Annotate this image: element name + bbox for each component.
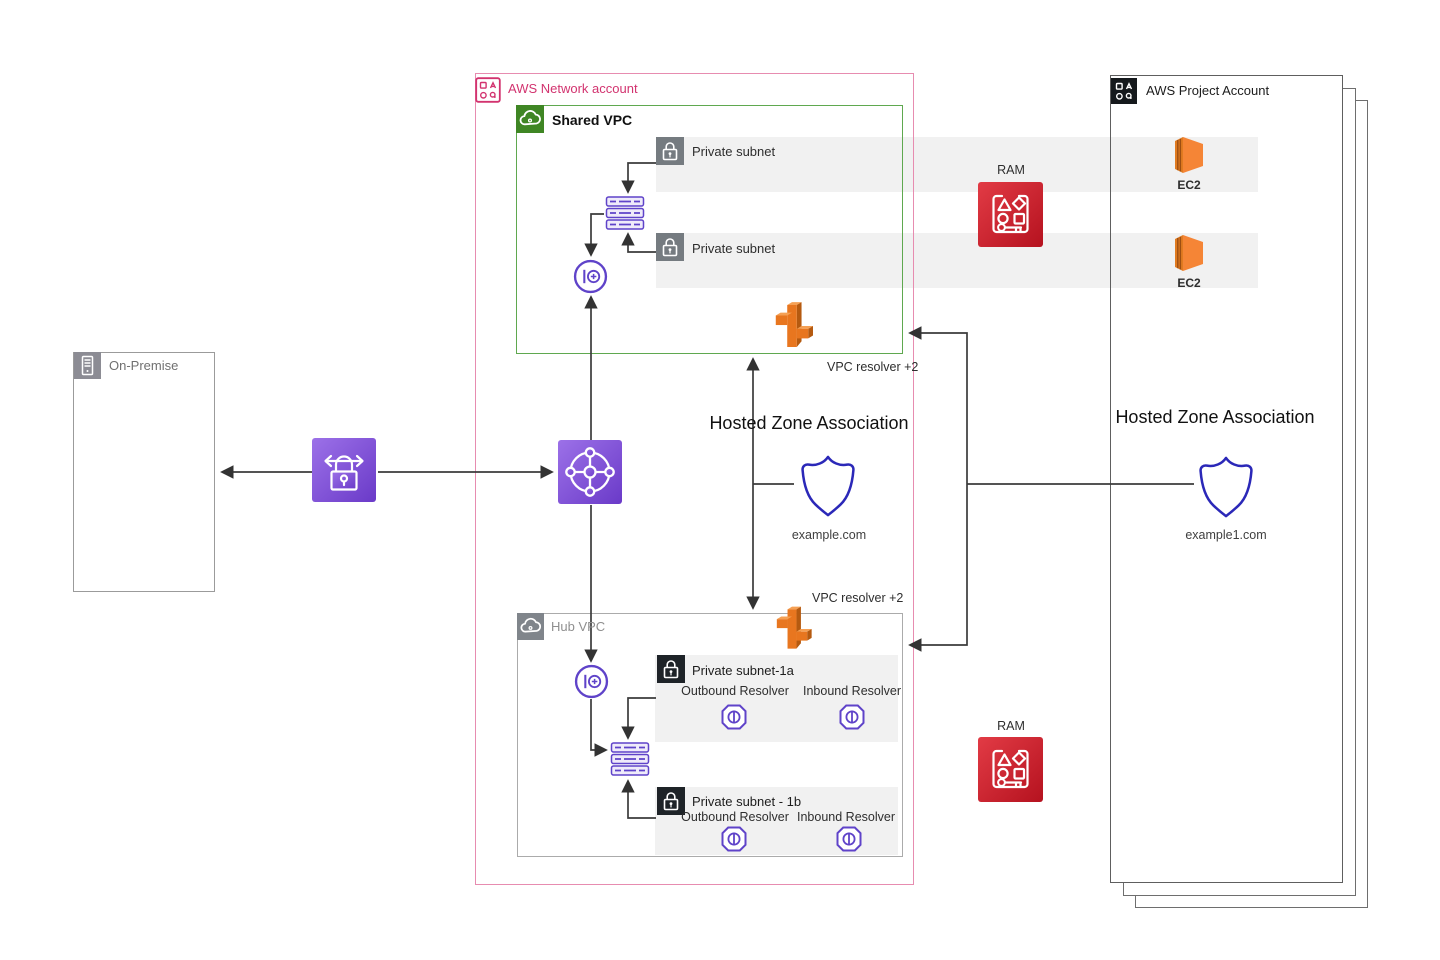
vpc-cloud-icon	[517, 613, 544, 640]
on-premise-box	[73, 352, 215, 592]
private-subnet1a-label: Private subnet-1a	[692, 663, 794, 678]
aws-account-icon	[1111, 78, 1137, 104]
route53-resolver-icon	[772, 604, 812, 654]
hosted-zone-shield-icon	[1194, 453, 1258, 521]
aws-project-account-box	[1110, 75, 1343, 883]
vpc-cloud-icon	[516, 105, 544, 133]
route53-resolver-icon	[771, 299, 813, 353]
shared-vpc-box	[516, 105, 903, 354]
ec2-icon	[1171, 135, 1207, 175]
ec2-bottom-label: EC2	[1177, 276, 1201, 290]
hosted-zone-right-domain: example1.com	[1185, 528, 1267, 542]
outbound-resolver-1a-label: Outbound Resolver	[681, 684, 789, 698]
outbound-resolver-icon	[719, 702, 749, 732]
lock-icon	[656, 233, 684, 261]
hub-vpc-box	[517, 613, 903, 857]
aws-account-icon	[475, 77, 501, 103]
route-table-icon	[610, 742, 650, 776]
private-subnet1b-label: Private subnet - 1b	[692, 794, 802, 809]
hosted-zone-right-title: Hosted Zone Association	[1115, 407, 1315, 427]
shared-subnet2-band	[656, 233, 1258, 288]
resolver-endpoint-icon	[573, 259, 608, 294]
hosted-zone-shield-icon	[796, 451, 860, 521]
vpn-gateway-icon	[312, 438, 376, 502]
inbound-resolver-icon	[837, 702, 867, 732]
vpc-resolver-bottom-label: VPC resolver +2	[812, 591, 904, 605]
inbound-resolver-icon	[834, 824, 864, 854]
outbound-resolver-icon	[719, 824, 749, 854]
hub-vpc-label: Hub VPC	[551, 619, 606, 634]
ram-icon	[978, 737, 1043, 802]
resolver-endpoint-icon	[574, 664, 609, 699]
ec2-top-label: EC2	[1177, 178, 1201, 192]
lock-icon	[657, 655, 685, 683]
route-table-icon	[605, 196, 645, 230]
private-subnet1-label: Private subnet	[692, 144, 776, 159]
project-account-background	[1110, 75, 1343, 883]
on-premise-label: On-Premise	[109, 358, 179, 373]
lock-icon	[656, 137, 684, 165]
inbound-resolver-1b-label: Inbound Resolver	[797, 810, 895, 824]
private-subnet2-label: Private subnet	[692, 241, 776, 256]
server-icon	[74, 352, 101, 379]
hosted-zone-left-domain: example.com	[791, 528, 867, 542]
ram-bottom-label: RAM	[997, 719, 1025, 733]
inbound-resolver-1a-label: Inbound Resolver	[803, 684, 901, 698]
shared-vpc-label: Shared VPC	[552, 112, 633, 128]
ec2-icon	[1171, 233, 1207, 273]
project-account-label: AWS Project Account	[1146, 83, 1270, 98]
hosted-zone-left-title: Hosted Zone Association	[709, 413, 909, 433]
network-account-label: AWS Network account	[508, 81, 638, 96]
transit-gateway-icon	[558, 440, 622, 504]
ram-icon	[978, 182, 1043, 247]
lock-icon	[657, 787, 685, 815]
outbound-resolver-1b-label: Outbound Resolver	[681, 810, 789, 824]
ram-top-label: RAM	[997, 163, 1025, 177]
shared-subnet1-band	[656, 137, 1258, 192]
vpc-resolver-top-label: VPC resolver +2	[827, 360, 919, 374]
